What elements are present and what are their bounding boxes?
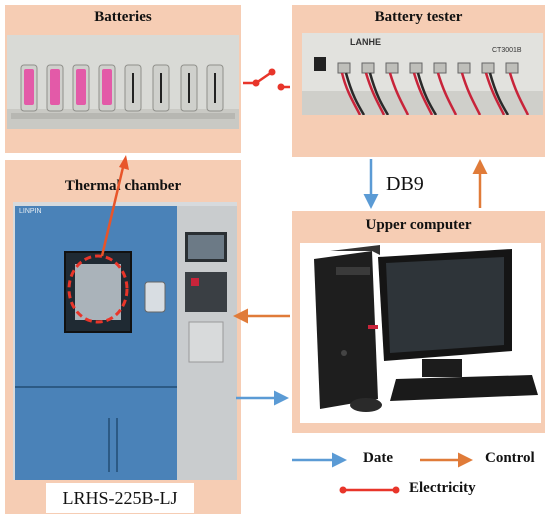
legend-electricity-node-1 <box>339 486 347 494</box>
upper-computer-photo <box>300 243 541 423</box>
battery-tester-photo: LANHE CT3001B <box>302 33 543 115</box>
chamber-to-batteries-arrowhead <box>119 155 129 170</box>
chamber-to-batteries-arrow <box>100 162 126 257</box>
upper-computer-panel: Upper computer <box>292 211 545 433</box>
battery-tester-panel: Battery tester <box>292 5 545 157</box>
legend-electricity-node-2 <box>392 486 400 494</box>
electricity-node-1 <box>252 79 260 87</box>
legend-control-label: Control <box>485 450 535 466</box>
chamber-model-text: LRHS-225B-LJ <box>62 488 178 508</box>
thermal-chamber-title: Thermal chamber <box>64 178 182 194</box>
tester-cables <box>340 72 530 115</box>
batteries-title: Batteries <box>94 9 152 25</box>
tester-brand: LANHE <box>350 37 381 47</box>
battery-tester-title: Battery tester <box>374 9 463 25</box>
batteries-photo <box>7 35 239 129</box>
legend-electricity-label: Electricity <box>409 480 476 496</box>
db9-label: DB9 <box>386 173 424 195</box>
electricity-node-2 <box>268 68 276 76</box>
thermal-chamber-photo: LINPIN <box>13 202 237 480</box>
battery-holders <box>20 64 224 112</box>
legend-date-label: Date <box>363 450 393 466</box>
upper-computer-title: Upper computer <box>365 217 472 233</box>
chamber-model-label: LRHS-225B-LJ <box>46 483 194 513</box>
chamber-brand: LINPIN <box>19 208 42 215</box>
electricity-node-3 <box>277 83 285 91</box>
tester-model: CT3001B <box>492 47 522 54</box>
chamber-window-highlight <box>67 254 129 324</box>
tester-channels <box>337 62 519 74</box>
batteries-panel: Batteries <box>5 5 241 153</box>
thermal-chamber-panel: Thermal chamber LINPIN <box>5 160 241 514</box>
